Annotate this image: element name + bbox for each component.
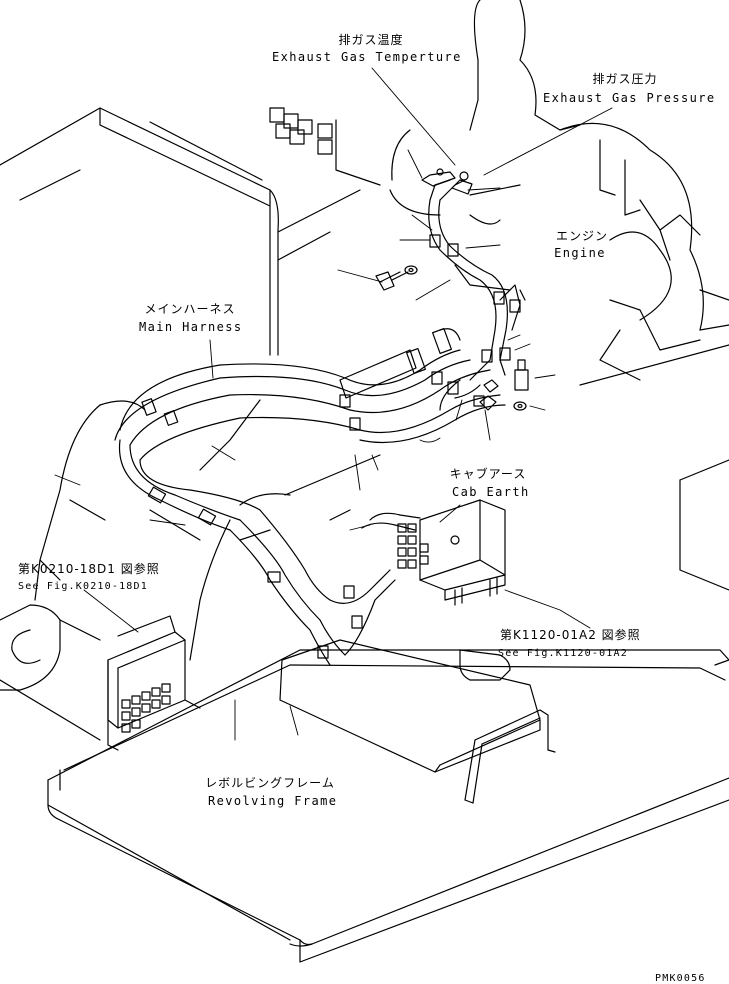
cab-earth-label-jp: キャブアース [449, 467, 527, 481]
exhaust-sensors [421, 168, 473, 195]
drawing-code: PMK0056 [655, 973, 706, 984]
revolving-frame [47, 649, 729, 963]
revolving-frame-label-en: Revolving Frame [208, 794, 338, 808]
center-box [279, 639, 541, 773]
exhaust-pressure-label-en: Exhaust Gas Pressure [543, 91, 716, 105]
exhaust-temp-label-en: Exhaust Gas Temperture [272, 50, 462, 64]
cab-box [0, 107, 361, 356]
ref-k0210-label-jp: 第K0210-18D1 図参照 [18, 562, 160, 576]
right-block [679, 459, 729, 666]
bolts [375, 265, 529, 411]
clamps [141, 234, 521, 659]
exhaust-pressure-label-jp: 排ガス圧力 [592, 72, 658, 86]
cab-earth-block [397, 499, 506, 606]
handrail [464, 709, 556, 804]
stacked-blocks [269, 107, 381, 186]
leader-lines [54, 67, 613, 741]
main-harness-label-en: Main Harness [139, 320, 243, 334]
exhaust-temp-label-jp: 排ガス温度 [338, 33, 404, 47]
cab-earth-label-en: Cab Earth [452, 485, 530, 499]
engine-label-jp: エンジン [555, 229, 608, 243]
ref-k1120-label-jp: 第K1120-01A2 図参照 [500, 628, 641, 642]
revolving-frame-label-jp: レボルビングフレーム [205, 776, 335, 790]
boom-structure [0, 399, 381, 741]
main-harness [114, 349, 506, 666]
engine-label-en: Engine [554, 246, 606, 260]
ref-k1120-label-en: See Fig.K1120-01A2 [498, 648, 628, 659]
controller-box [107, 615, 201, 751]
main-harness-label-jp: メインハーネス [144, 302, 236, 316]
ref-k0210-label-en: See Fig.K0210-18D1 [18, 581, 148, 592]
engine-outline [389, 0, 729, 386]
